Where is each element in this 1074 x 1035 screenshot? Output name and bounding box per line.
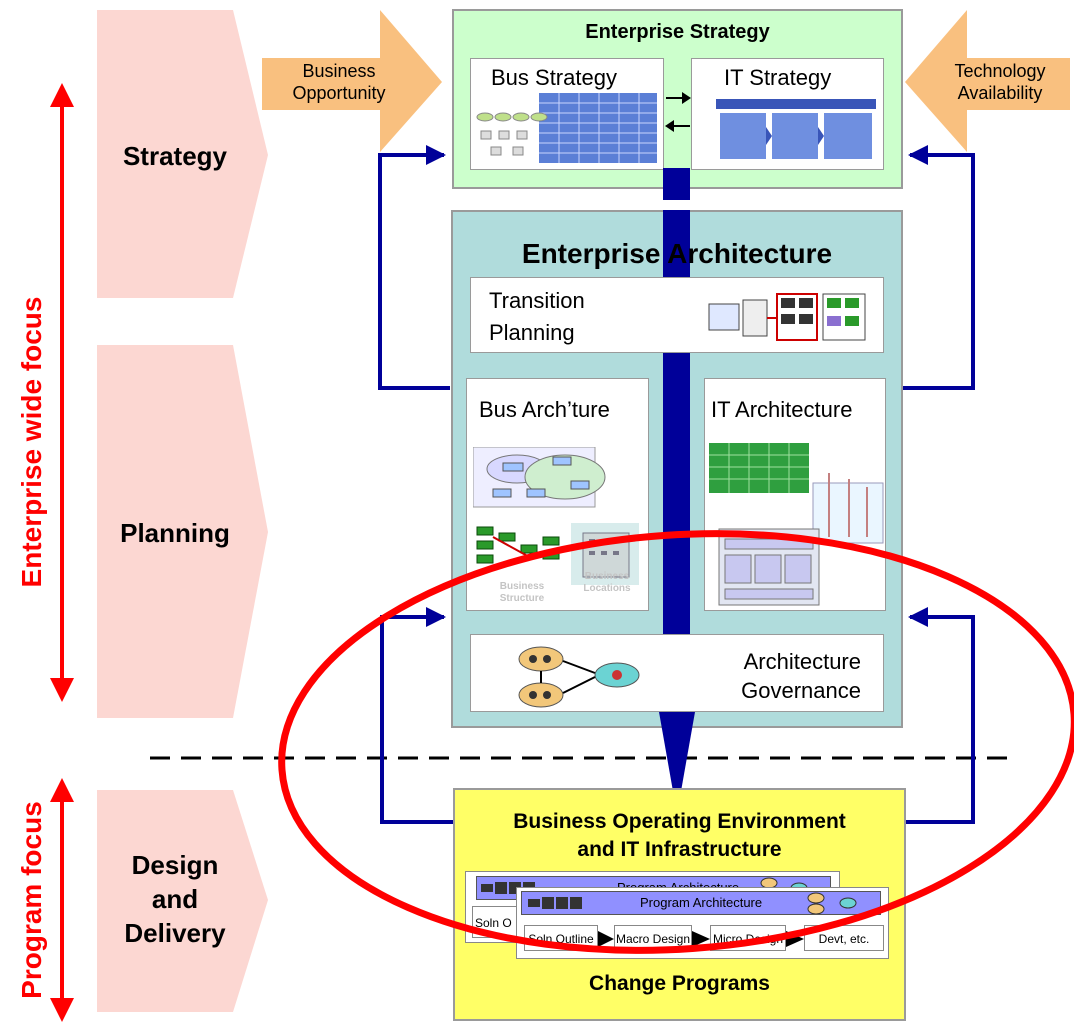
connector-left-lower [380, 607, 453, 824]
operating-environment-title-line-2: and IT Infrastructure [577, 838, 782, 861]
architecture-governance-label: Architecture Governance [741, 647, 861, 705]
enterprise-strategy-title: Enterprise Strategy [585, 21, 770, 43]
program-icons-front [528, 897, 582, 909]
it-architecture-thumbnail [709, 443, 884, 606]
delivery-chevron [97, 790, 268, 1012]
business-structure-caption: Business Structure [479, 581, 565, 605]
operating-environment-title: Business Operating Environment and IT In… [453, 808, 906, 864]
governance-thumbnail [518, 646, 640, 708]
strategy-chevron [97, 10, 268, 298]
business-locations-line-1: Business [584, 571, 630, 582]
technology-availability-label: Technology Availability [928, 60, 1072, 104]
program-focus-label: Program focus [16, 801, 47, 999]
business-opportunity-line-1: Business [302, 61, 376, 81]
delivery-phase-line-2: and [151, 884, 199, 914]
bus-strategy-thumbnail [476, 93, 657, 163]
technology-availability-line-1: Technology [954, 61, 1046, 81]
bus-architecture-label: Bus Arch’ture [479, 397, 610, 422]
business-opportunity-arrow [262, 10, 442, 152]
step-devt: Devt, etc. [804, 925, 884, 951]
business-locations-line-2: Locations [583, 583, 631, 594]
strategy-link-arrows [665, 92, 691, 132]
transition-planning-line-1: Transition [489, 288, 585, 313]
architecture-governance-panel: Architecture Governance [470, 634, 884, 712]
technology-availability-line-2: Availability [957, 83, 1043, 103]
program-governance-icon-front [807, 892, 857, 914]
transition-planning-thumbnail [708, 293, 866, 341]
back-step-soln: Soln O [472, 906, 518, 938]
it-architecture-label: IT Architecture [711, 397, 853, 422]
step-soln-outline: Soln Outline [524, 925, 598, 951]
delivery-phase-line-1: Design [131, 850, 219, 880]
program-architecture-label-front: Program Architecture [640, 895, 763, 910]
strategy-phase-label: Strategy [122, 141, 228, 171]
business-opportunity-label: Business Opportunity [264, 60, 414, 104]
governance-line-2: Governance [741, 678, 861, 703]
transition-planning-line-2: Planning [489, 320, 575, 345]
central-spine [663, 168, 690, 200]
business-structure-line-1: Business [499, 581, 545, 592]
it-strategy-label: IT Strategy [724, 65, 832, 90]
it-strategy-panel: IT Strategy [691, 58, 884, 170]
connector-right-upper [903, 145, 975, 390]
business-structure-line-2: Structure [499, 593, 545, 604]
program-architecture-bar-front: Program Architecture [521, 891, 881, 915]
it-architecture-panel: IT Architecture [704, 378, 886, 611]
business-opportunity-line-2: Opportunity [292, 83, 386, 103]
technology-availability-arrow [905, 10, 1070, 152]
connector-right-lower [906, 607, 975, 824]
bus-strategy-panel: Bus Strategy [470, 58, 664, 170]
bus-architecture-panel: Bus Arch’ture Business Structure Busines… [466, 378, 649, 611]
planning-chevron [97, 345, 268, 718]
governance-line-1: Architecture [743, 649, 861, 674]
delivery-phase-label: Design and Delivery [100, 848, 250, 950]
enterprise-wide-focus-label: Enterprise wide focus [16, 296, 47, 588]
delivery-phase-line-3: Delivery [124, 918, 226, 948]
business-locations-caption: Business Locations [571, 571, 643, 595]
connector-left-upper [378, 145, 450, 390]
step-arrows [598, 931, 804, 947]
planning-phase-label: Planning [120, 518, 230, 548]
it-strategy-thumbnail [716, 99, 876, 159]
operating-environment-title-line-1: Business Operating Environment [513, 810, 846, 833]
bus-strategy-label: Bus Strategy [491, 65, 617, 90]
change-programs-label: Change Programs [589, 972, 770, 995]
transition-planning-panel: Transition Planning [470, 277, 884, 353]
enterprise-architecture-title: Enterprise Architecture [521, 238, 833, 269]
